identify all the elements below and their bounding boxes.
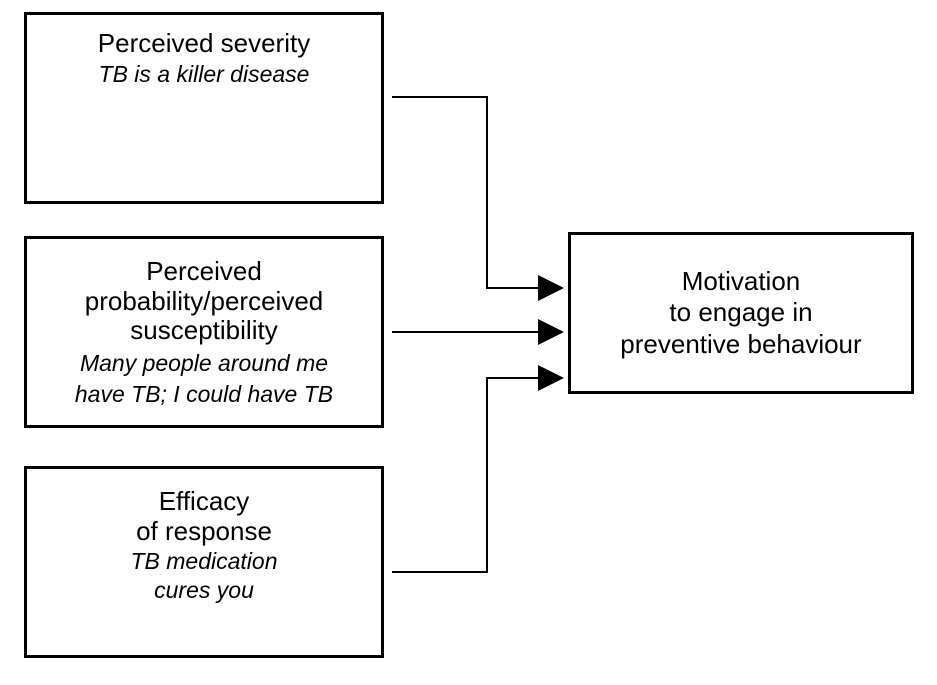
connector-severity-horizontal-top <box>392 96 488 98</box>
connector-efficacy-horizontal-top <box>486 377 540 379</box>
box-motivation-title-line-1: Motivation <box>681 266 801 297</box>
box-efficacy-title-line-1: Efficacy <box>158 486 250 516</box>
box-perceived-susceptibility-title-line-1: Perceived <box>146 256 262 286</box>
box-motivation-title-line-3: preventive behaviour <box>620 328 862 359</box>
box-perceived-susceptibility-subtitle-line-1: Many people around me <box>79 349 329 376</box>
box-motivation-title-line-2: to engage in <box>669 297 813 328</box>
box-efficacy-title-line-2: of response <box>136 515 272 546</box>
box-perceived-severity-subtitle: TB is a killer disease <box>98 60 310 87</box>
box-efficacy-of-response: Efficacy of response TB medication cures… <box>24 466 384 658</box>
box-motivation: Motivation to engage in preventive behav… <box>568 232 914 394</box>
box-perceived-susceptibility: Perceived probability/perceived suscepti… <box>24 236 384 428</box>
connector-susceptibility-horizontal <box>392 331 540 333</box>
box-perceived-severity: Perceived severity TB is a killer diseas… <box>24 12 384 204</box>
box-perceived-susceptibility-title-line-3: susceptibility <box>130 315 278 346</box>
connector-efficacy-vertical <box>486 377 488 573</box>
box-perceived-susceptibility-subtitle-line-2: have TB; I could have TB <box>74 380 334 407</box>
connector-severity-vertical <box>486 96 488 288</box>
box-efficacy-subtitle-line-1: TB medication <box>130 548 278 575</box>
arrowhead-severity-to-motivation <box>538 275 564 301</box>
arrowhead-susceptibility-to-motivation <box>538 319 564 345</box>
box-perceived-severity-title: Perceived severity <box>97 28 311 58</box>
box-perceived-susceptibility-title-line-2: probability/perceived <box>84 285 324 316</box>
connector-efficacy-horizontal-bottom <box>392 571 488 573</box>
box-efficacy-subtitle-line-2: cures you <box>154 576 254 603</box>
arrowhead-efficacy-to-motivation <box>538 365 564 391</box>
connector-severity-horizontal-bottom <box>486 287 540 289</box>
